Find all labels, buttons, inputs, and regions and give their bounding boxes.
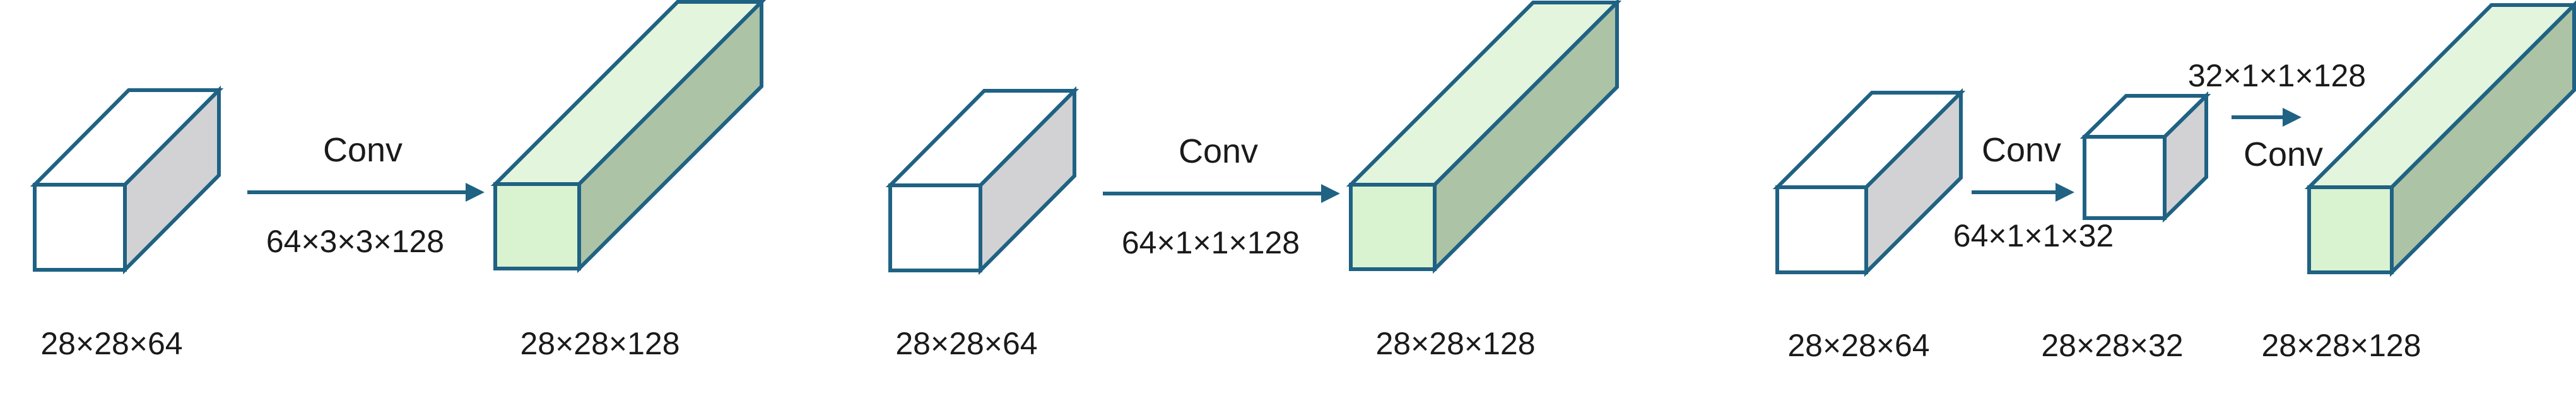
input-dim-label: 28×28×64 [40, 326, 182, 361]
output-cube [490, 0, 767, 274]
output-cube [1346, 0, 1622, 274]
conv2-label: Conv [2244, 136, 2323, 173]
kernel-label: 64×3×3×128 [266, 224, 444, 259]
output-dim-label: 28×28×128 [2261, 328, 2421, 363]
conv-label: Conv [1179, 132, 1258, 170]
output-dim-label: 28×28×128 [1375, 326, 1535, 361]
kernel2-label: 32×1×1×128 [2188, 58, 2366, 93]
output-cube-front [1349, 183, 1437, 271]
input-cube [30, 85, 224, 275]
input-cube [885, 86, 1079, 275]
output-cube-front [2307, 185, 2394, 274]
input-dim-label: 28×28×64 [1787, 328, 1929, 363]
kernel1-label: 64×1×1×32 [1953, 218, 2114, 253]
panel-bottleneck-conv: Conv 64×1×1×32 32×1×1×128 Conv 28×28×64 … [1772, 0, 2576, 363]
input-dim-label: 28×28×64 [895, 326, 1037, 361]
output-cube [2304, 0, 2576, 277]
mid-cube [2079, 91, 2211, 223]
conv-label: Conv [323, 131, 403, 169]
mid-cube-front [2083, 135, 2167, 220]
mid-dim-label: 28×28×32 [2041, 328, 2183, 363]
output-dim-label: 28×28×128 [520, 326, 679, 361]
input-cube-front [888, 183, 982, 272]
conv1-label: Conv [1982, 131, 2061, 169]
input-cube-front [33, 183, 127, 272]
output-cube-front [493, 182, 581, 270]
input-cube [1772, 88, 1966, 277]
input-cube-front [1775, 185, 1868, 274]
kernel-label: 64×1×1×128 [1122, 225, 1300, 260]
panel-3x3-conv: Conv 64×3×3×128 28×28×64 28×28×128 [30, 0, 767, 361]
panel-1x1-conv: Conv 64×1×1×128 28×28×64 28×28×128 [885, 0, 1622, 361]
